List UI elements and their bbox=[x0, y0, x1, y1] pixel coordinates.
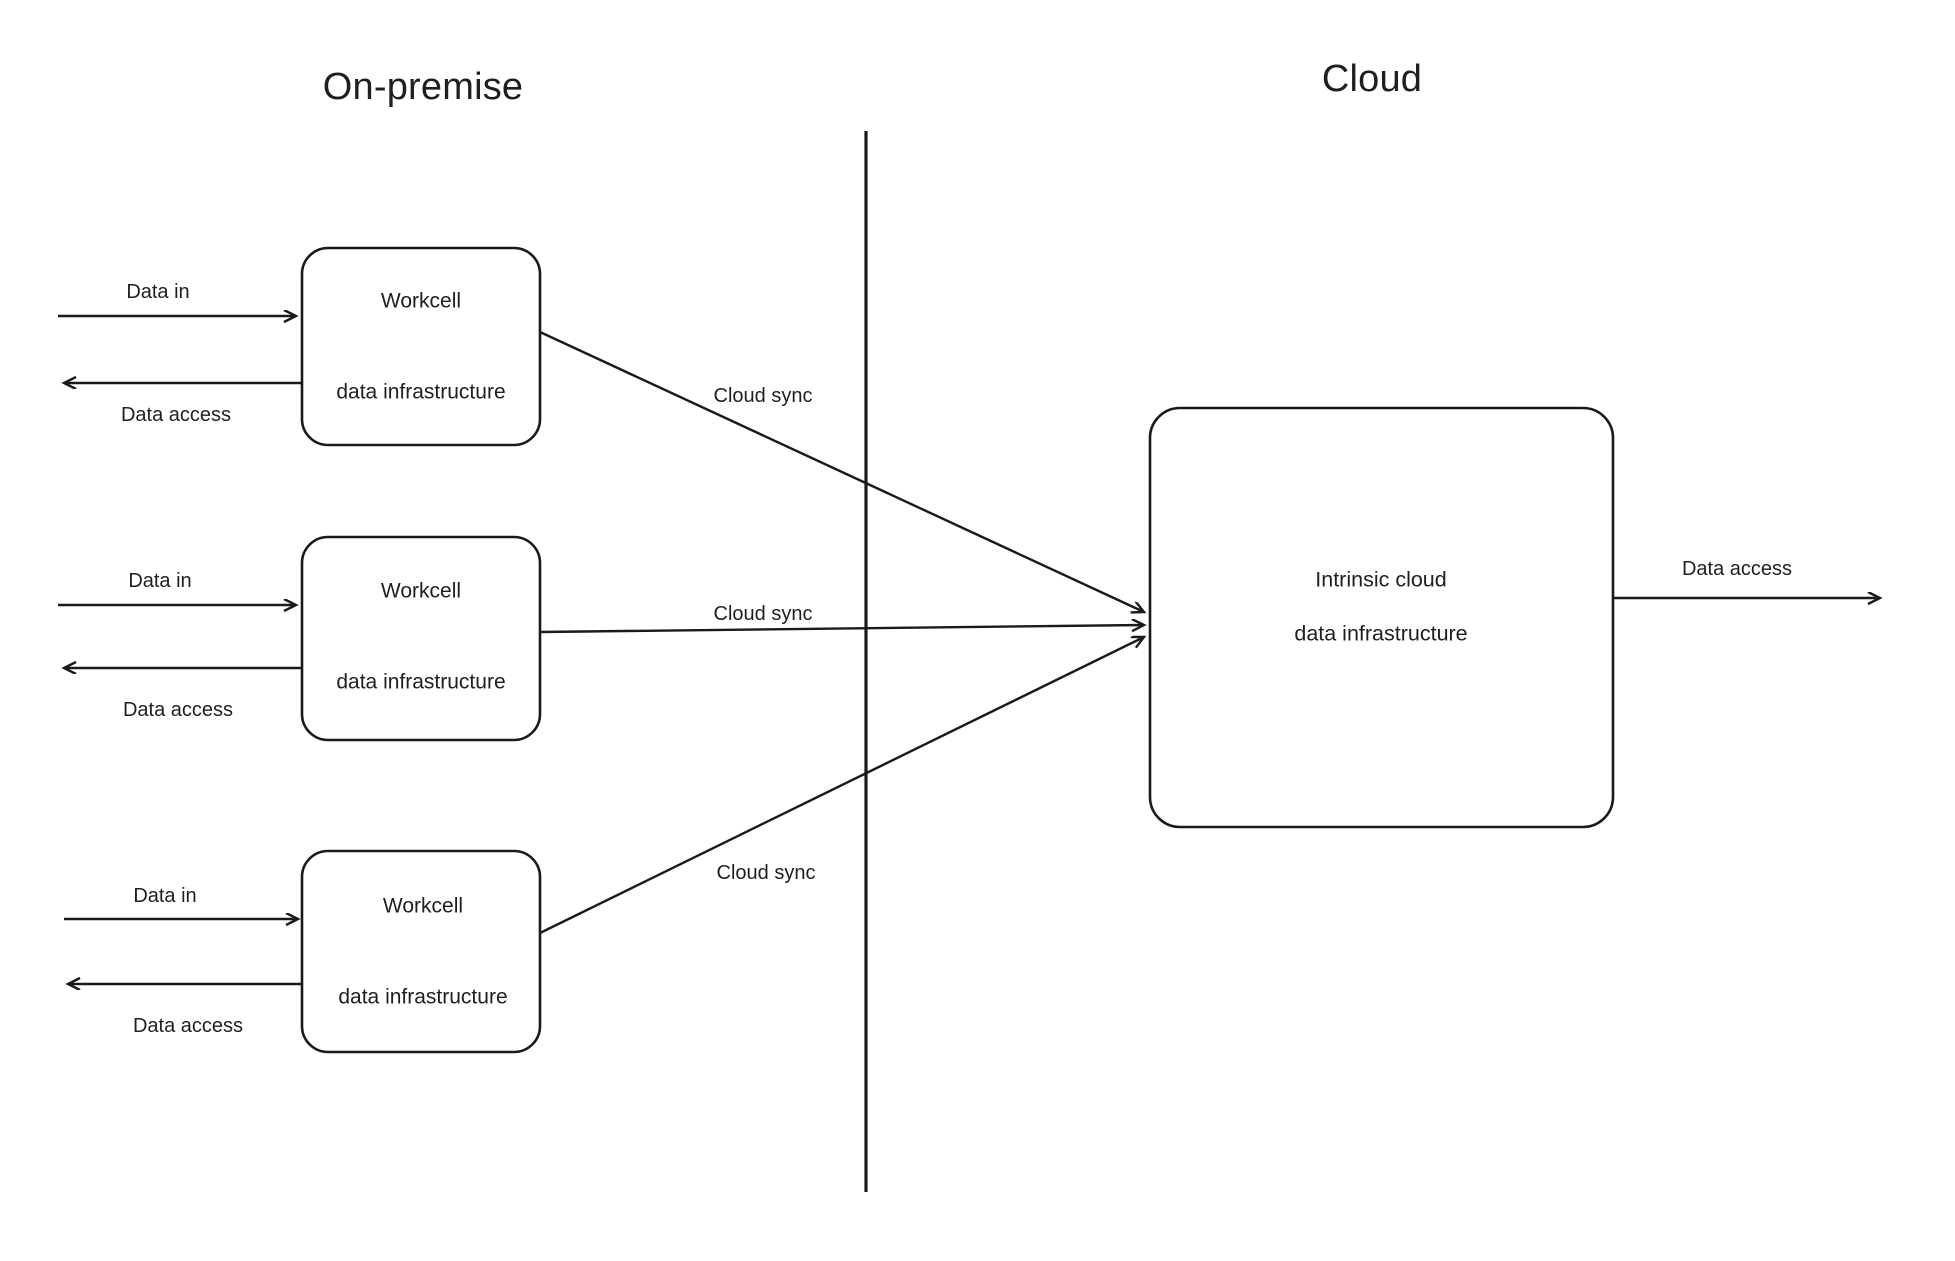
data-access-label-2: Data access bbox=[122, 699, 234, 721]
workcell-label-3-line2: data infrastructure bbox=[338, 985, 508, 1009]
workcell-label-1-line1: Workcell bbox=[380, 289, 462, 313]
workcell-label-3: Workcell data infrastructure bbox=[338, 830, 507, 1074]
workcell-label-2: Workcell data infrastructure bbox=[336, 515, 505, 759]
workcell-label-2-line2: data infrastructure bbox=[336, 670, 506, 694]
section-title-on-premise: On-premise bbox=[322, 66, 524, 108]
workcell-label-2-line1: Workcell bbox=[380, 579, 462, 603]
intrinsic-cloud-label-line2: data infrastructure bbox=[1294, 621, 1468, 646]
workcell-box-1[interactable] bbox=[300, 246, 542, 447]
cloud-sync-label-3: Cloud sync bbox=[716, 862, 816, 884]
intrinsic-cloud-label-line1: Intrinsic cloud bbox=[1315, 567, 1447, 592]
data-access-label-1: Data access bbox=[120, 404, 232, 426]
data-in-label-2: Data in bbox=[128, 570, 192, 592]
workcell-box-2[interactable] bbox=[300, 535, 542, 742]
workcell-box-3[interactable] bbox=[300, 849, 542, 1054]
cloud-data-access-label: Data access bbox=[1681, 558, 1793, 580]
workcell-label-3-line1: Workcell bbox=[382, 894, 464, 918]
cloud-sync-edge-3 bbox=[539, 637, 1144, 935]
cloud-sync-edge-1 bbox=[539, 330, 1144, 612]
data-in-label-1: Data in bbox=[126, 281, 190, 303]
intrinsic-cloud-box[interactable] bbox=[1148, 406, 1615, 829]
section-title-cloud: Cloud bbox=[1321, 58, 1423, 100]
data-access-label-3: Data access bbox=[132, 1015, 244, 1037]
workcell-label-1: Workcell data infrastructure bbox=[336, 225, 505, 469]
data-in-label-3: Data in bbox=[133, 885, 197, 907]
workcell-label-1-line2: data infrastructure bbox=[336, 380, 506, 404]
cloud-sync-edge-2 bbox=[539, 625, 1144, 634]
cloud-sync-label-1: Cloud sync bbox=[713, 385, 813, 407]
cloud-sync-label-2: Cloud sync bbox=[713, 603, 813, 625]
